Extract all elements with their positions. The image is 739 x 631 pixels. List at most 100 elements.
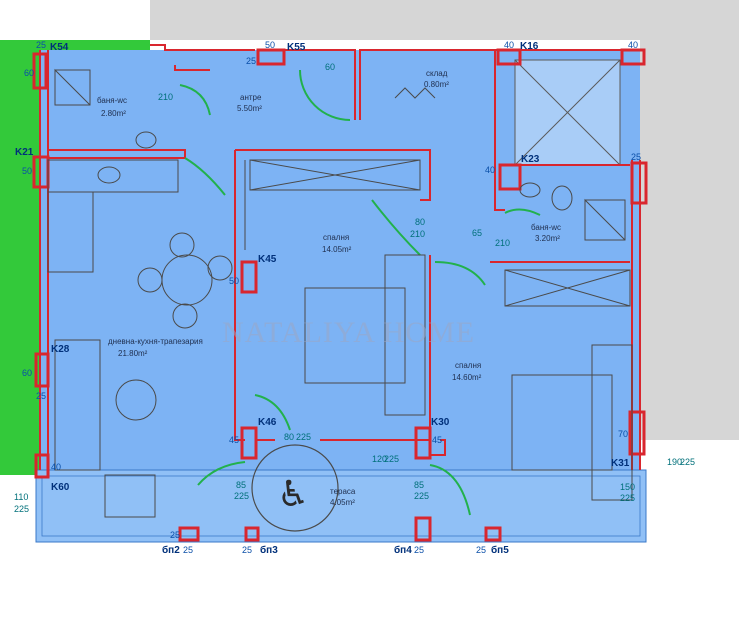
wheelchair-turning-circle	[251, 444, 339, 532]
wall-top-c	[359, 49, 500, 120]
dim-80b: 80	[284, 432, 294, 442]
shaft-cross-b	[514, 59, 621, 166]
room-bedroom1-name: спалня	[323, 233, 349, 242]
room-bedroom2-area: 14.60m²	[452, 373, 482, 382]
column-k28	[34, 352, 50, 388]
door-bedroom1	[371, 199, 421, 256]
bed-2	[511, 374, 613, 471]
watermark: NATALIYA HOME	[222, 316, 475, 349]
dim-80a: 80	[415, 217, 425, 227]
door-bedroom2	[434, 261, 486, 286]
tag-k54: K54	[50, 42, 69, 53]
dim-50c: 50	[229, 276, 239, 286]
dim-45a: 45	[229, 435, 239, 445]
wardrobe-2	[504, 269, 631, 307]
dim-25f: 25	[183, 545, 193, 555]
door-entry-arc	[179, 84, 211, 116]
wardrobe-1-y	[249, 159, 421, 191]
terrace-floor	[35, 469, 647, 543]
tag-k23: K23	[521, 154, 540, 165]
dim-40a: 40	[504, 40, 514, 50]
dim-40c: 40	[485, 165, 495, 175]
kitchen-counter-side	[47, 191, 94, 273]
kitchen-counter	[47, 159, 179, 193]
door-kitchen	[184, 157, 226, 196]
room-entry-name: антре	[240, 93, 262, 102]
wardrobe-2-y	[504, 269, 631, 307]
room-bath2-area: 3.20m²	[535, 234, 560, 243]
sink-2	[519, 182, 541, 198]
dim-225d: 225	[620, 493, 635, 503]
storage-hanger	[394, 87, 436, 99]
nightstand-2	[591, 344, 633, 501]
wall-bed1-top	[235, 149, 431, 201]
toilet-2	[551, 185, 573, 211]
column-k16-b	[620, 48, 646, 66]
column-k23-right	[630, 161, 648, 205]
room-bath1-area: 2.80m²	[101, 109, 126, 118]
dim-225f: 225	[384, 454, 399, 464]
neighbor-area-right	[640, 40, 739, 440]
column-k23	[498, 163, 522, 191]
furniture	[47, 68, 633, 518]
tag-k45: K45	[258, 254, 277, 265]
dim-225e: 225	[680, 457, 695, 467]
terrace-inner	[41, 475, 641, 537]
column-k45	[240, 260, 258, 294]
wall-bath2-left	[494, 50, 505, 211]
wall-top-a	[150, 44, 255, 51]
tag-k21: K21	[15, 147, 34, 158]
tag-k16: K16	[520, 41, 539, 52]
room-bath1-name: баня-wc	[97, 96, 127, 105]
dim-45b: 45	[432, 435, 442, 445]
dim-25h: 25	[414, 545, 424, 555]
room-storage-name: склад	[426, 69, 448, 78]
column-k46	[240, 426, 258, 460]
tag-k31: K31	[611, 458, 630, 469]
columns	[32, 48, 648, 542]
room-terrace-area: 4.05m²	[330, 498, 355, 507]
dim-210a: 210	[410, 229, 425, 239]
tag-gn3: бп3	[260, 544, 278, 556]
dim-110: 110	[14, 492, 28, 502]
dim-25c: 25	[36, 391, 46, 401]
column-k16-a	[496, 48, 522, 66]
shower-1	[54, 68, 91, 106]
green-balcony	[0, 40, 40, 475]
toilet-1	[135, 131, 157, 149]
room-entry-area: 5.50m²	[237, 104, 262, 113]
dim-85a: 85	[236, 480, 246, 490]
neighbor-area-top	[150, 0, 739, 40]
dim-190: 190	[667, 457, 682, 467]
wall-terrace-c	[430, 439, 446, 456]
element-tags: K54 K55 K16 K21 K23 K45 K28 K46 K30 K31 …	[15, 41, 630, 556]
column-gn3	[244, 526, 260, 542]
room-bath2-name: баня-wc	[531, 223, 561, 232]
tag-gn5: бп5	[491, 544, 509, 556]
dim-25e: 25	[170, 530, 180, 540]
column-k31	[628, 410, 646, 456]
dim-210c: 210	[158, 92, 173, 102]
chair-1	[169, 232, 195, 258]
dim-120: 120	[372, 454, 387, 464]
dim-225g: 225	[296, 432, 311, 442]
tag-k30: K30	[431, 417, 450, 428]
sink-1	[97, 166, 121, 184]
tag-k60: K60	[51, 482, 70, 493]
dimensions: 25 50 25 40 40 60 50 60 25 45 50 45 40 2…	[14, 40, 695, 555]
dim-50a: 50	[265, 40, 275, 50]
dim-210b: 210	[495, 238, 510, 248]
chair-2	[137, 267, 163, 293]
tag-k46: K46	[258, 417, 277, 428]
dim-225c: 225	[414, 491, 429, 501]
dim-60c: 60	[325, 62, 335, 72]
tag-gn2: бп2	[162, 544, 180, 556]
chair-4	[172, 303, 198, 329]
wall-bath1-bottom	[48, 149, 186, 159]
shower-2	[584, 198, 626, 241]
column-k54	[32, 52, 48, 90]
dim-225b: 225	[234, 491, 249, 501]
nightstand-1	[384, 254, 426, 416]
door-entrance	[299, 69, 351, 121]
coffee-table	[115, 379, 157, 421]
